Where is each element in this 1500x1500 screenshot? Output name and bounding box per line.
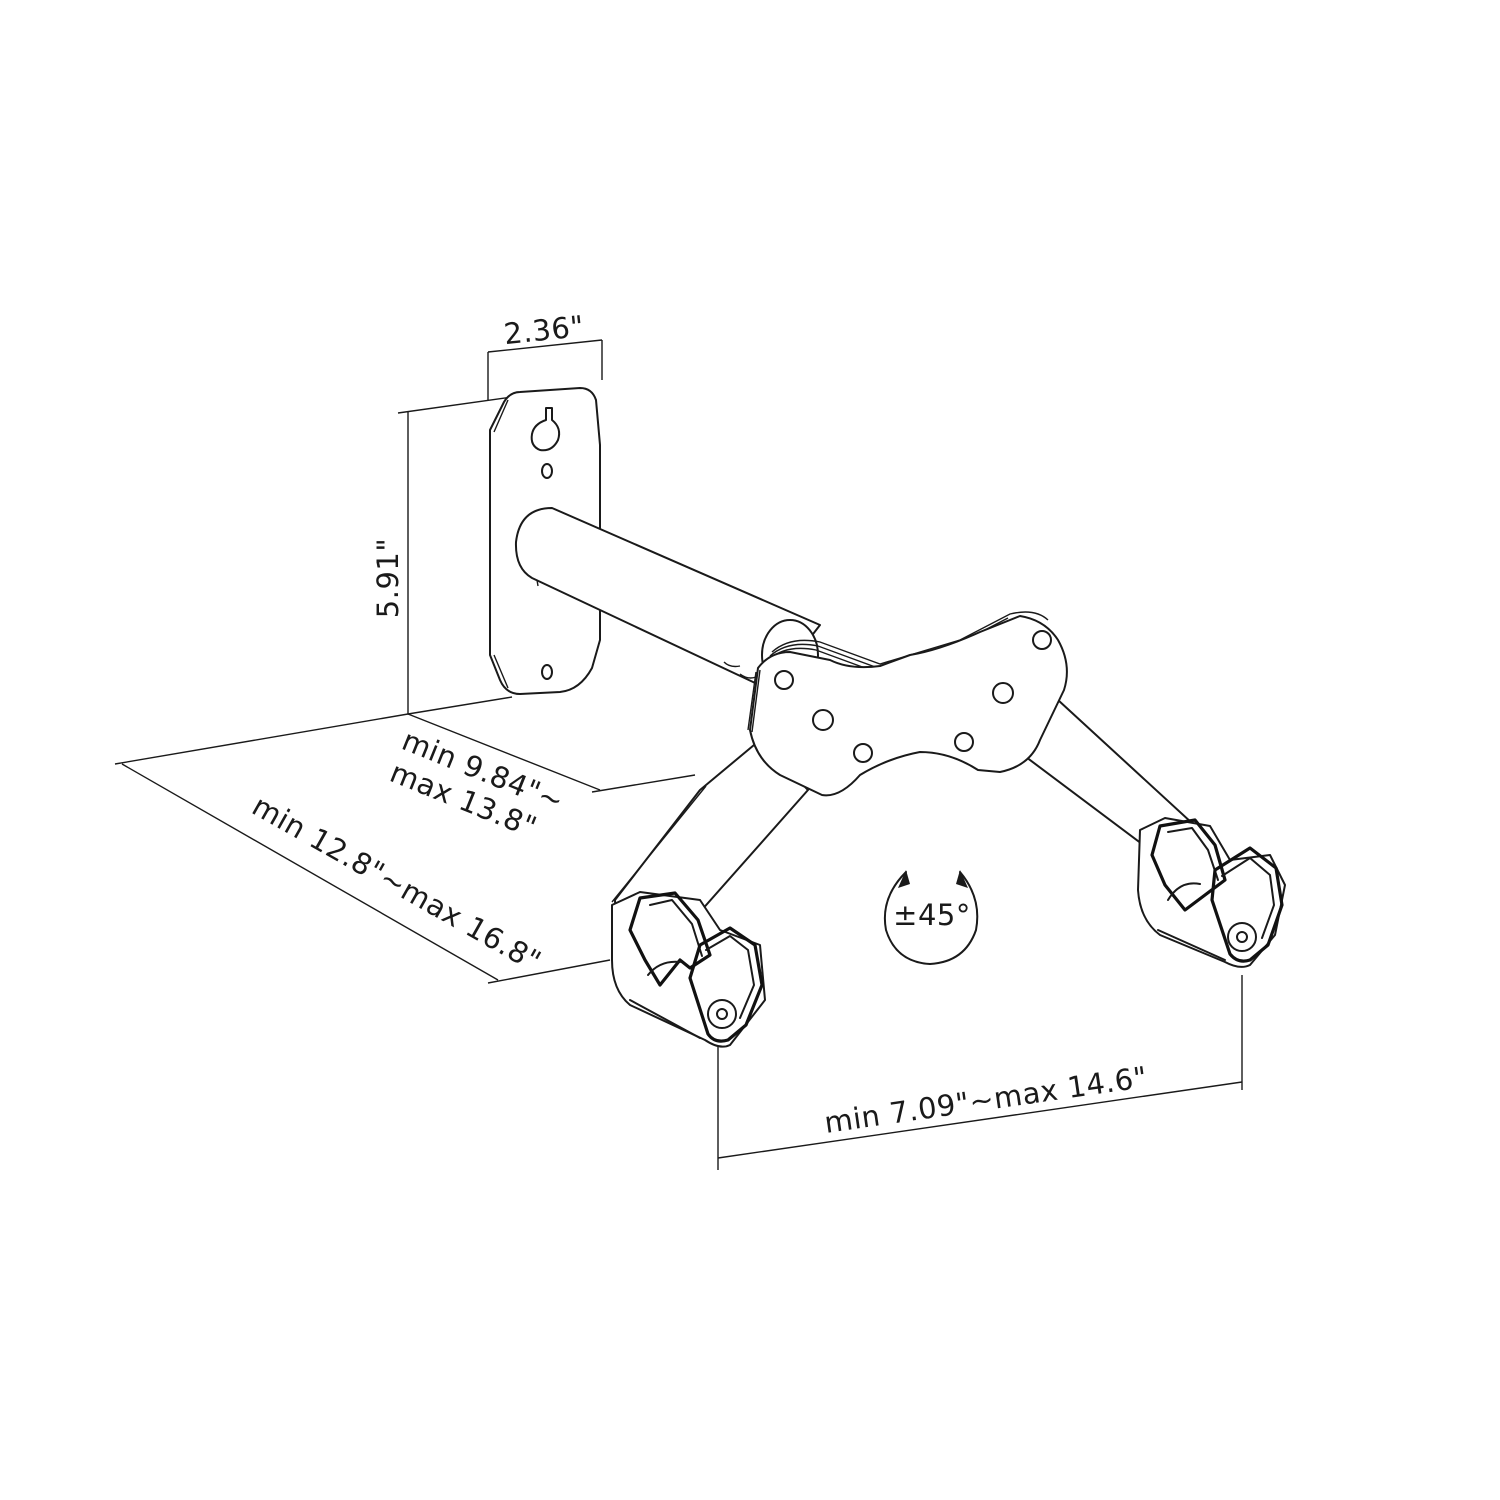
keyhole-slot bbox=[530, 407, 561, 452]
center-hub bbox=[747, 611, 1068, 797]
right-cradle bbox=[1137, 817, 1286, 968]
label-plate-height: 5.91" bbox=[371, 538, 405, 618]
rotation-indicator: ±45° bbox=[883, 870, 979, 965]
rotation-arrow-right-icon bbox=[956, 870, 968, 888]
left-cradle bbox=[611, 891, 766, 1048]
dimension-tube-reach bbox=[407, 713, 696, 793]
dimension-arm-spread bbox=[717, 975, 1243, 1170]
mount-hole-lower bbox=[541, 664, 553, 680]
dimension-total-reach bbox=[114, 713, 611, 984]
label-plate-width: 2.36" bbox=[502, 309, 586, 351]
rotation-label: ±45° bbox=[893, 898, 971, 932]
dimension-plate-height bbox=[397, 396, 513, 715]
mount-hole-upper bbox=[541, 463, 553, 479]
label-arm-spread: min 7.09"~max 14.6" bbox=[822, 1060, 1149, 1140]
dimension-plate-width bbox=[487, 339, 603, 400]
rotation-arrow-left-icon bbox=[898, 870, 910, 888]
